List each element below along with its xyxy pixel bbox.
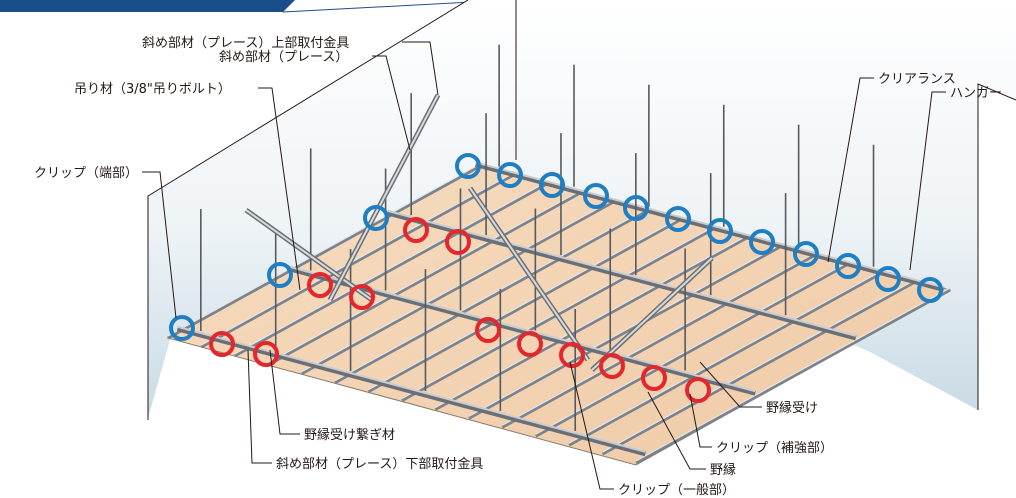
- label-hanger: ハンガー: [950, 86, 1002, 101]
- clip-end-marker: [623, 195, 649, 221]
- brace-bar-highlight: [329, 94, 439, 301]
- furring-bar: [334, 208, 650, 384]
- clip-end-marker: [539, 172, 565, 198]
- label-brace-top-bracket: 斜め部材（プレース）上部取付金具: [142, 35, 349, 51]
- brace-bar-highlight: [245, 209, 373, 301]
- clip-reinforce-marker: [641, 365, 667, 391]
- furring-bar-highlight: [602, 278, 917, 453]
- label-main-channel: 野縁受け: [766, 400, 818, 416]
- clip-end-marker: [835, 253, 861, 279]
- header-bar: [0, 0, 295, 12]
- furring-bar: [468, 244, 784, 420]
- furring-bar: [568, 270, 884, 447]
- clip-reinforce-marker: [559, 342, 585, 368]
- furring-bar: [367, 217, 684, 393]
- main-channel-bar: [286, 265, 756, 396]
- furring-bar-highlight: [368, 216, 683, 391]
- furring-bar-highlight: [501, 251, 817, 426]
- clip-reinforce-marker: [209, 331, 235, 357]
- clip-end-marker: [707, 218, 733, 244]
- left-wall: [148, 0, 516, 418]
- furring-bar: [300, 199, 617, 376]
- label-clip-end: クリップ（端部）: [34, 166, 138, 181]
- clip-end-marker: [749, 229, 775, 255]
- furring-bar-highlight: [201, 171, 516, 346]
- furring-bar: [434, 235, 751, 411]
- furring-bar-highlight: [301, 198, 617, 373]
- label-brace: 斜め部材（プレース）: [219, 50, 348, 65]
- clip-end-marker: [793, 241, 819, 267]
- brace-group: [244, 93, 714, 372]
- furring-bar: [601, 279, 918, 456]
- furring-bar: [234, 181, 550, 358]
- furring-bar-highlight: [401, 224, 717, 400]
- furring-bar-highlight: [234, 180, 550, 355]
- furring-group: [167, 162, 951, 465]
- clip-end-marker: [455, 153, 481, 179]
- furring-bar: [501, 252, 818, 429]
- furring-bar-highlight: [535, 260, 851, 435]
- label-clip-reinforce: クリップ（補強部）: [716, 441, 833, 456]
- clip-reinforce-marker: [475, 317, 501, 343]
- clip-end-marker: [497, 162, 523, 188]
- clip-reinforce-marker: [307, 272, 333, 298]
- label-clip-general: クリップ（一般部）: [618, 482, 735, 498]
- label-hanger-bolt: 吊り材（3/8"吊りボルト）: [74, 82, 231, 97]
- furring-bar: [167, 163, 483, 340]
- wall-edge-back: [977, 83, 1016, 410]
- clip-reinforce-marker: [403, 217, 429, 243]
- furring-bar: [200, 172, 517, 349]
- furring-bar-highlight: [568, 269, 884, 444]
- furring-bar-highlight: [167, 162, 483, 337]
- clip-reinforce-marker: [349, 284, 375, 310]
- clip-end-marker: [169, 315, 195, 341]
- clip-end-marker: [363, 205, 389, 231]
- wall-edge-left: [147, 0, 469, 420]
- furring-bar-highlight: [435, 233, 750, 408]
- furring-bar: [534, 261, 851, 438]
- label-brace-bottom-bracket: 斜め部材（プレース）下部取付金具: [276, 456, 483, 472]
- furring-bar-highlight: [635, 287, 951, 462]
- leader-lines: [142, 41, 946, 490]
- clip-reinforce-marker: [685, 377, 711, 403]
- furring-bar-highlight: [334, 207, 650, 382]
- clip-marker-group: [169, 153, 943, 403]
- furring-bar: [635, 288, 951, 465]
- label-joint: 野縁受け繋ぎ材: [304, 427, 395, 443]
- label-clearance: クリアランス: [878, 72, 956, 87]
- clip-end-marker: [917, 277, 943, 303]
- clip-reinforce-marker: [253, 341, 279, 367]
- furring-bar-highlight: [468, 242, 784, 417]
- clip-reinforce-marker: [517, 331, 543, 357]
- label-furring: 野縁: [710, 462, 736, 478]
- clip-end-marker: [583, 183, 609, 209]
- clip-reinforce-marker: [599, 353, 625, 379]
- clip-reinforce-marker: [445, 229, 471, 255]
- clip-end-marker: [665, 206, 691, 232]
- clip-end-marker: [875, 266, 901, 292]
- clip-end-marker: [267, 262, 293, 288]
- brace-bar-highlight: [591, 257, 713, 371]
- brace-bar-highlight: [469, 187, 589, 361]
